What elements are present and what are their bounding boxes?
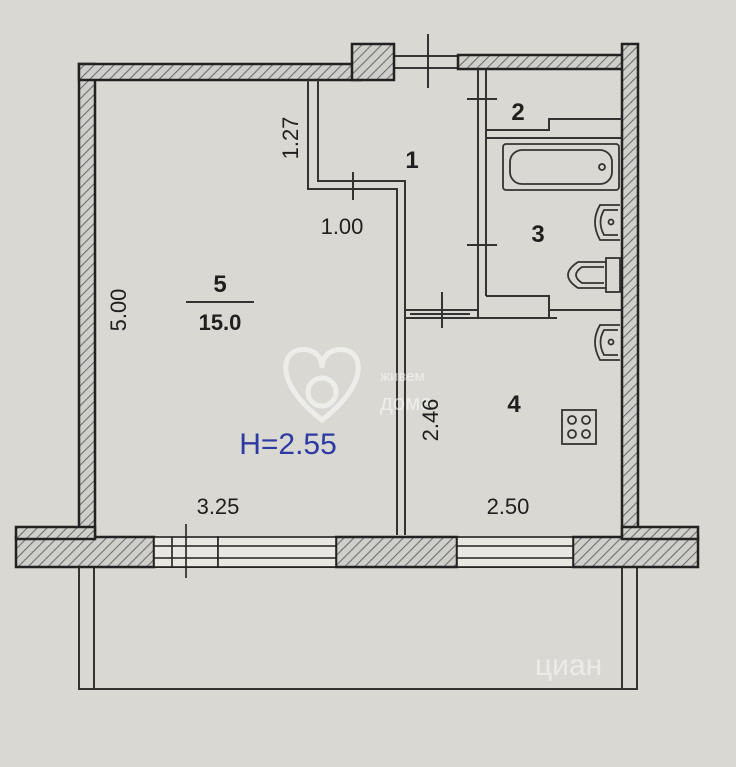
- room-5-number: 5: [213, 271, 226, 298]
- toilet-icon: [567, 257, 621, 293]
- sink-kitchen-icon: [594, 324, 620, 361]
- door-marks: [352, 98, 497, 328]
- exterior-walls: [14, 42, 700, 569]
- room-1-number: 1: [405, 147, 418, 174]
- dimension-corridor-width: 1.00: [321, 214, 364, 239]
- room-3-number: 3: [531, 221, 544, 248]
- bathtub-icon: [502, 143, 620, 191]
- room-2-number: 2: [511, 99, 524, 126]
- watermark-text-top: живем: [380, 368, 425, 385]
- stove-icon: [561, 409, 597, 445]
- room-5-area: 15.0: [199, 310, 242, 335]
- room-4-number: 4: [507, 391, 521, 418]
- sink-bathroom-icon: [594, 204, 620, 241]
- dimension-room4-width: 2.50: [487, 494, 530, 519]
- dimension-room5-height: 5.00: [106, 289, 131, 332]
- dimension-room5-width: 3.25: [197, 494, 240, 519]
- entrance-door: [394, 34, 458, 88]
- watermark-text-bottom: дома: [380, 390, 433, 415]
- dimension-room4-height: 2.46: [418, 399, 443, 442]
- dimension-corridor-length: 1.27: [278, 117, 303, 160]
- windows: [153, 524, 574, 578]
- ceiling-height-label: H=2.55: [239, 428, 337, 461]
- watermark-logo: [283, 347, 361, 424]
- watermark-corner-logo: циан: [535, 649, 602, 682]
